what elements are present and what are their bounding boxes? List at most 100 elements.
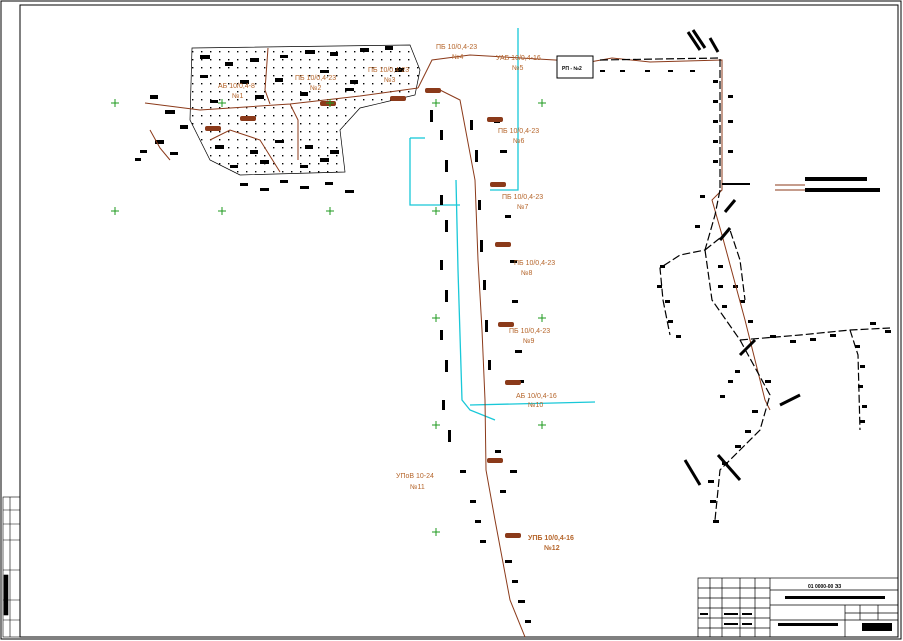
survey-cross-icon	[538, 314, 546, 322]
building	[740, 300, 745, 303]
building	[460, 470, 466, 473]
building	[713, 100, 718, 103]
building-group	[135, 46, 891, 623]
building	[260, 160, 269, 164]
title-block-fill	[700, 596, 892, 631]
survey-cross-icon	[432, 528, 440, 536]
building	[512, 300, 518, 303]
building	[718, 285, 723, 288]
building	[255, 95, 264, 99]
building	[135, 158, 141, 161]
building	[260, 188, 269, 191]
building	[170, 152, 178, 155]
substation-11-type: УПоВ 10-24	[396, 473, 434, 480]
building	[385, 46, 393, 50]
cable-trunk	[417, 54, 771, 411]
building	[470, 500, 476, 503]
building	[600, 70, 605, 72]
building	[668, 70, 673, 72]
building	[445, 160, 448, 172]
building	[320, 158, 329, 162]
building	[485, 320, 488, 332]
building	[500, 150, 507, 153]
substation-11-num: №11	[410, 484, 425, 491]
building	[475, 150, 478, 162]
survey-cross-icon	[326, 99, 334, 107]
building	[862, 405, 867, 408]
substation-symbol	[495, 242, 511, 247]
building	[325, 182, 333, 185]
substation-7-num: №7	[517, 204, 529, 211]
building	[512, 580, 518, 583]
building	[668, 320, 673, 323]
source-box: РП - №2	[556, 55, 594, 79]
building	[735, 445, 741, 448]
building	[858, 385, 863, 388]
survey-cross-icon	[432, 314, 440, 322]
building	[495, 450, 501, 453]
building	[320, 70, 329, 73]
survey-cross-icon	[111, 207, 119, 215]
building	[440, 260, 443, 270]
substation-symbol	[505, 533, 521, 538]
building	[480, 240, 483, 252]
building	[345, 88, 354, 91]
building	[860, 420, 865, 423]
cable-network	[144, 47, 805, 638]
building	[695, 225, 700, 228]
substation-8-num: №8	[521, 270, 533, 277]
substation-symbol	[390, 96, 406, 101]
building	[300, 92, 308, 96]
building	[510, 260, 517, 263]
cable-legend	[775, 184, 805, 191]
building	[350, 80, 358, 84]
cable-branch	[149, 129, 171, 161]
survey-markers	[111, 99, 546, 536]
building	[305, 145, 313, 149]
pole-markers	[683, 29, 801, 486]
building	[728, 95, 733, 98]
building	[860, 365, 865, 368]
survey-cross-icon	[538, 99, 546, 107]
building	[210, 100, 218, 103]
building	[250, 150, 258, 154]
building	[870, 322, 876, 325]
building	[225, 62, 233, 66]
building	[515, 350, 522, 353]
building	[180, 125, 188, 129]
substation-9-type: ПБ 10/0,4-23	[509, 328, 550, 335]
building	[215, 145, 224, 149]
building	[525, 620, 531, 623]
building	[442, 400, 445, 410]
substation-1-type: АБ 10/0,4-8	[218, 83, 255, 90]
building	[713, 80, 718, 83]
building	[250, 58, 259, 62]
substation-4-type: ПБ 10/0,4-23	[436, 44, 477, 51]
building	[200, 75, 208, 78]
building	[505, 560, 512, 563]
building	[440, 330, 443, 340]
building	[330, 150, 339, 154]
building	[713, 140, 718, 143]
substation-2-type: ПБ 10/0,4-23	[295, 75, 336, 82]
substation-symbol	[487, 117, 503, 122]
building	[830, 334, 836, 337]
substation-9-num: №9	[523, 338, 535, 345]
substation-symbol	[498, 322, 514, 327]
building	[280, 55, 288, 58]
building	[150, 95, 158, 99]
survey-cross-icon	[432, 421, 440, 429]
cable-branch	[209, 129, 281, 173]
survey-cross-icon	[111, 99, 119, 107]
building	[300, 165, 308, 168]
building	[720, 395, 725, 398]
building	[155, 140, 164, 144]
building	[713, 160, 718, 163]
substation-5-type: УАБ 10/0,4-16	[496, 55, 541, 62]
building	[240, 183, 248, 186]
survey-cross-icon	[432, 207, 440, 215]
substation-12-num: №12	[544, 544, 560, 552]
building	[700, 195, 705, 198]
building	[500, 490, 506, 493]
